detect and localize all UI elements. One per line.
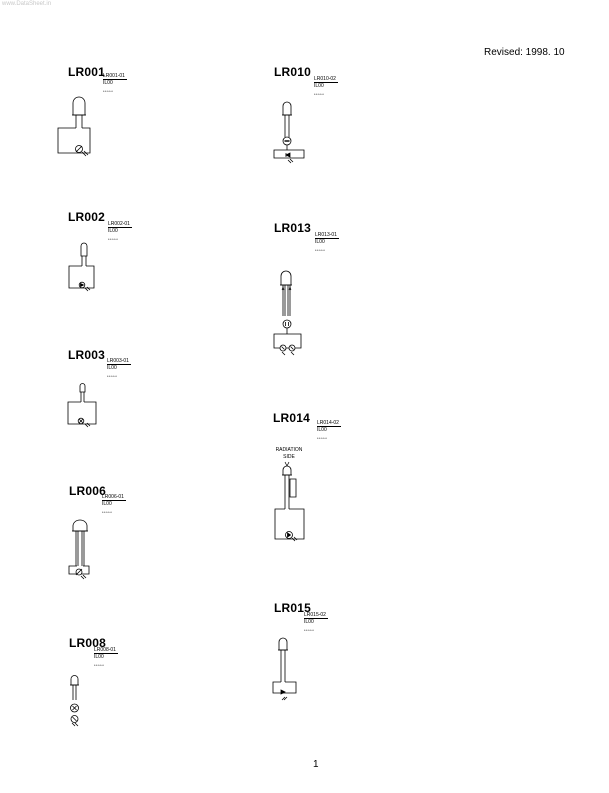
unit-code: IL00 xyxy=(107,365,117,371)
rating-stars: ***** xyxy=(94,663,105,668)
led-drawing-lr003 xyxy=(64,380,102,430)
drawing-number: LR015-02 xyxy=(304,612,328,619)
part-info-lr006: LR006-01 IL00 ***** xyxy=(102,494,126,516)
part-code-lr013: LR013 xyxy=(274,221,312,235)
rating-stars: ***** xyxy=(103,89,114,94)
rating-stars: ***** xyxy=(317,436,328,441)
part-code-lr006: LR006 xyxy=(69,484,107,498)
led-drawing-lr015 xyxy=(268,635,304,705)
revision-date: Revised: 1998. 10 xyxy=(484,47,565,58)
part-info-lr001: LR001-01 IL00 ***** xyxy=(103,73,127,95)
led-drawing-lr001 xyxy=(55,95,100,160)
led-drawing-lr002 xyxy=(64,240,99,295)
radiation-label-line2: SIDE xyxy=(283,454,295,460)
radiation-side-label: RADIATION SIDE xyxy=(269,447,309,461)
unit-code: IL00 xyxy=(102,501,112,507)
part-info-lr002: LR002-01 IL00 ***** xyxy=(108,221,132,243)
part-code-lr008: LR008 xyxy=(69,636,107,650)
rating-stars: ***** xyxy=(107,374,118,379)
unit-code: IL00 xyxy=(103,80,113,86)
unit-code: IL00 xyxy=(108,228,118,234)
page-number: 1 xyxy=(313,759,319,770)
unit-code: IL00 xyxy=(315,239,325,245)
unit-code: IL00 xyxy=(94,654,104,660)
led-drawing-lr006 xyxy=(65,518,97,583)
part-code-lr003: LR003 xyxy=(68,348,106,362)
drawing-number: LR013-01 xyxy=(315,232,339,239)
drawing-number: LR002-01 xyxy=(108,221,132,228)
part-info-lr014: LR014-02 IL00 ***** xyxy=(317,420,341,442)
rating-stars: ***** xyxy=(315,248,326,253)
part-info-lr008: LR008-01 IL00 ***** xyxy=(94,647,118,669)
part-info-lr003: LR003-01 IL00 ***** xyxy=(107,358,131,380)
drawing-number: LR001-01 xyxy=(103,73,127,80)
part-info-lr013: LR013-01 IL00 ***** xyxy=(315,232,339,254)
part-code-lr015: LR015 xyxy=(274,601,312,615)
part-code-lr010: LR010 xyxy=(274,65,312,79)
rating-stars: ***** xyxy=(304,628,315,633)
drawing-number: LR003-01 xyxy=(107,358,131,365)
led-drawing-lr013 xyxy=(268,268,310,360)
watermark: www.DataSheet.in xyxy=(2,1,52,7)
drawing-number: LR014-02 xyxy=(317,420,341,427)
unit-code: IL00 xyxy=(317,427,327,433)
drawing-number: LR006-01 xyxy=(102,494,126,501)
part-info-lr015: LR015-02 IL00 ***** xyxy=(304,612,328,634)
drawing-number: LR010-02 xyxy=(314,76,338,83)
unit-code: IL00 xyxy=(314,83,324,89)
part-code-lr014: LR014 xyxy=(273,411,311,425)
unit-code: IL00 xyxy=(304,619,314,625)
led-drawing-lr010 xyxy=(270,98,310,170)
rating-stars: ***** xyxy=(314,92,325,97)
rating-stars: ***** xyxy=(102,510,113,515)
radiation-label-line1: RADIATION xyxy=(275,447,303,453)
led-drawing-lr014 xyxy=(268,461,310,549)
part-code-lr002: LR002 xyxy=(68,210,106,224)
rating-stars: ***** xyxy=(108,237,119,242)
part-code-lr001: LR001 xyxy=(68,65,106,79)
drawing-number: LR008-01 xyxy=(94,647,118,654)
led-drawing-lr008 xyxy=(64,672,88,730)
part-info-lr010: LR010-02 IL00 ***** xyxy=(314,76,338,98)
